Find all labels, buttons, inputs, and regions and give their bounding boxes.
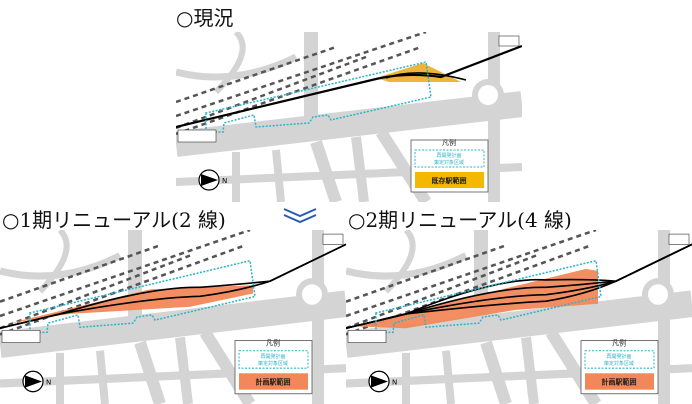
terminal-label-right — [498, 35, 520, 47]
existing-rail-line — [346, 230, 597, 318]
road-diagonal-2 — [521, 336, 539, 404]
chevron-down-icon — [283, 208, 317, 224]
legend-boundary-label: 策定対象区域 — [604, 360, 634, 367]
terminal-label-left — [1, 329, 41, 343]
compass-arrow-icon — [201, 174, 218, 186]
legend-boundary-label: 再開発計画 — [261, 353, 286, 360]
road-main — [176, 91, 522, 157]
roundabout-center — [648, 284, 668, 305]
terminal-label-right — [668, 233, 690, 245]
legend-station-label: 計画駅範囲 — [256, 377, 291, 386]
road-main — [346, 290, 692, 358]
road-main — [0, 290, 346, 358]
track-line — [346, 243, 692, 330]
road-diagonal-2 — [351, 136, 369, 202]
road-upper-left — [176, 53, 298, 81]
legend-boundary-swatch — [238, 350, 309, 369]
existing-rail-line — [176, 45, 422, 136]
road-upper-left — [0, 252, 122, 280]
existing-rail-line — [0, 230, 251, 318]
track-line — [385, 72, 467, 81]
track-line — [346, 243, 692, 330]
legend-title: 凡例 — [612, 339, 626, 348]
existing-rail-line — [0, 244, 161, 303]
existing-rail-line — [0, 244, 246, 336]
track-line — [0, 243, 346, 330]
existing-rail-line — [176, 55, 367, 130]
legend-station-label: 既存駅範囲 — [432, 176, 467, 185]
compass-arrow-icon — [25, 375, 42, 388]
road-lower-vertical-2 — [272, 149, 285, 202]
redevelopment-boundary — [205, 61, 432, 133]
road-lower-vertical-2 — [96, 350, 109, 404]
existing-rail-line — [346, 244, 507, 303]
redevelopment-boundary — [29, 259, 256, 334]
terminal-label-left — [177, 129, 217, 143]
legend-station-swatch — [239, 373, 308, 390]
legend-station-swatch — [415, 172, 484, 188]
legend-boundary-label: 再開発計画 — [607, 353, 632, 360]
legend-boundary-swatch — [584, 350, 655, 369]
terminal-label-right — [322, 233, 344, 245]
legend-boundary-label: 策定対象区域 — [434, 159, 464, 166]
road-upper-left — [346, 252, 468, 280]
panel-title-current: ○現況 — [176, 6, 234, 30]
legend-boundary-label: 策定対象区域 — [258, 360, 288, 367]
compass-arrow-icon — [371, 375, 388, 388]
station-range-area — [10, 285, 253, 324]
terminal-label-left — [347, 329, 387, 343]
legend-station-label: 計画駅範囲 — [602, 377, 637, 386]
compass-north-label: N — [222, 177, 227, 185]
compass-north-label: N — [46, 377, 51, 386]
panel-title-phase1: ○1期リニューアル(2 線) — [2, 208, 226, 232]
existing-rail-line — [176, 32, 427, 118]
legend-title: 凡例 — [442, 138, 456, 147]
existing-rail-line — [346, 244, 592, 336]
legend-boundary-label: 再開発計画 — [436, 152, 461, 159]
track-line — [0, 243, 346, 330]
roundabout-center — [302, 284, 322, 305]
track-line — [176, 44, 522, 129]
existing-rail-line — [0, 254, 191, 330]
track-line — [346, 243, 692, 330]
legend-boundary-swatch — [414, 149, 485, 168]
redevelopment-boundary — [375, 259, 602, 334]
road-diagonal-2 — [175, 336, 193, 404]
roundabout-center — [478, 85, 498, 105]
existing-rail-line — [176, 45, 337, 104]
road-lower-vertical-2 — [442, 350, 455, 404]
legend-title: 凡例 — [266, 339, 280, 348]
panel-title-phase2: ○2期リニューアル(4 線) — [348, 208, 572, 232]
legend-station-swatch — [585, 373, 654, 390]
existing-rail-line — [346, 254, 537, 330]
compass-north-label: N — [392, 377, 397, 386]
track-line — [346, 243, 692, 330]
